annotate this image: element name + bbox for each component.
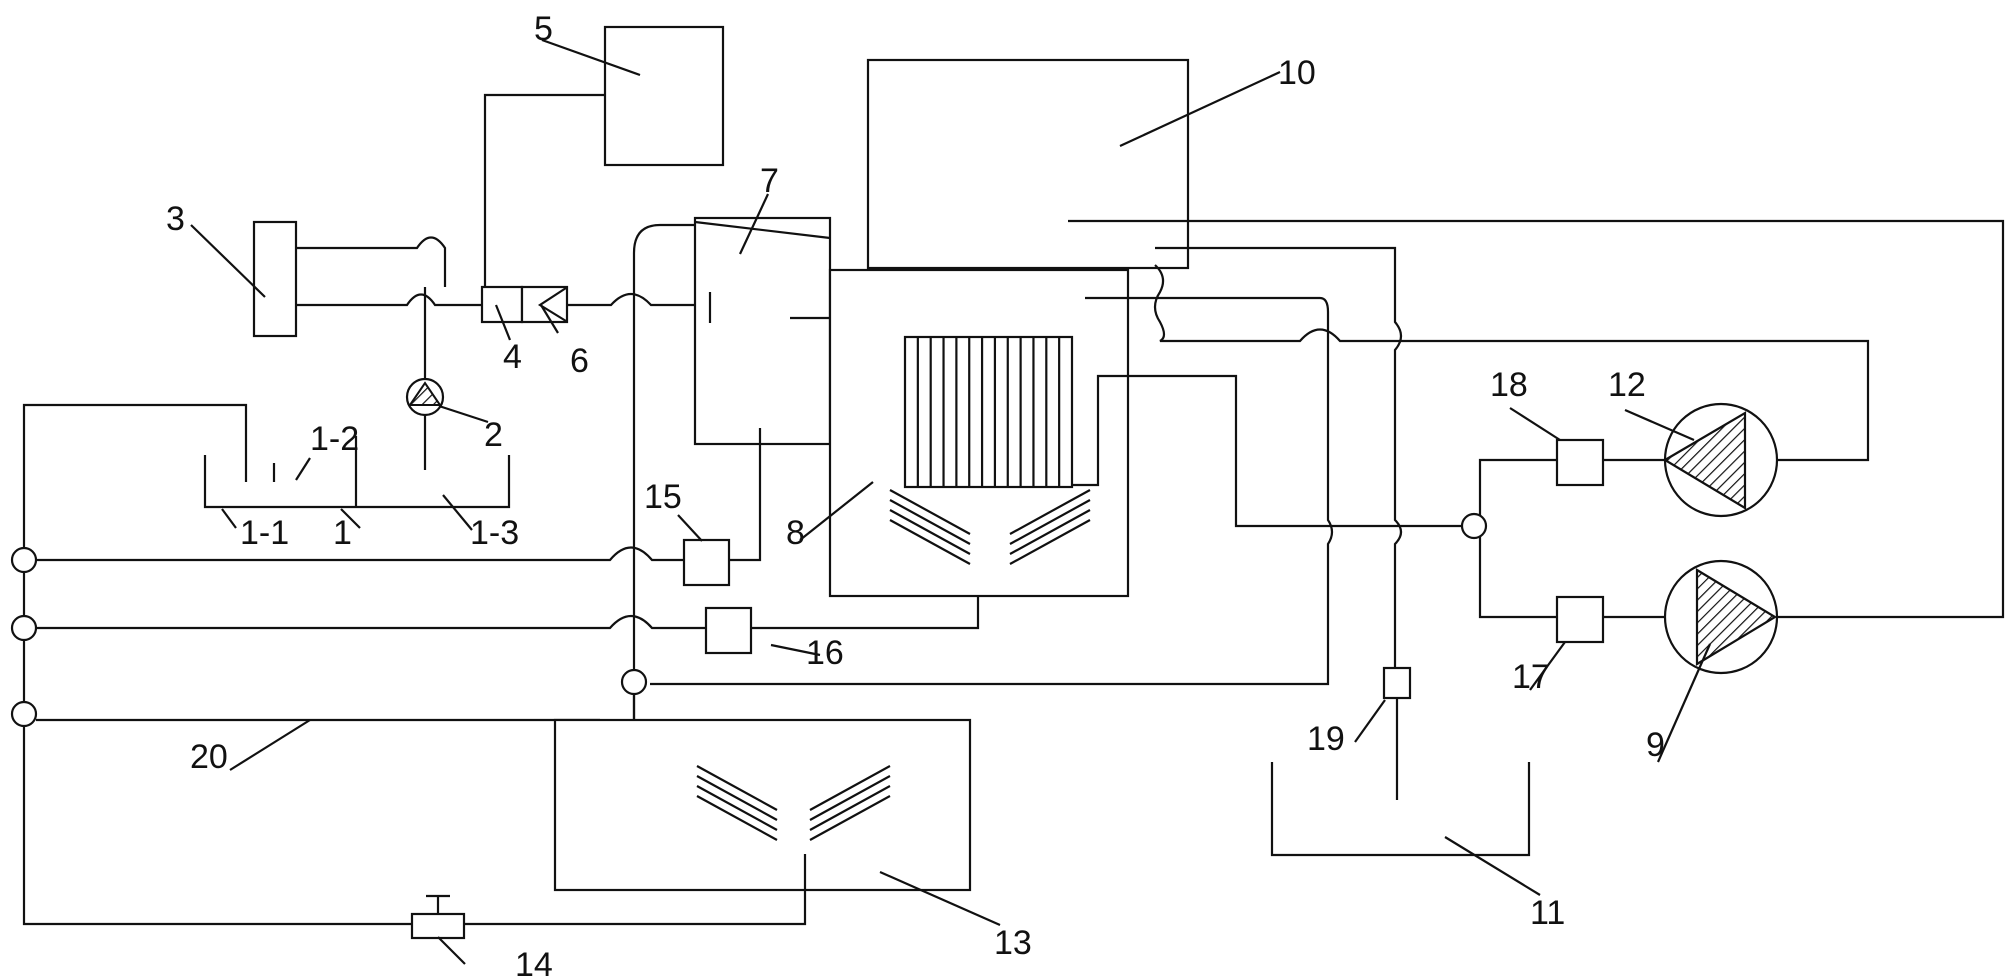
label-10: 10: [1278, 54, 1316, 92]
label-19: 19: [1307, 720, 1345, 758]
label-2: 2: [484, 416, 503, 454]
line-5-to-4: [483, 93, 605, 287]
valve-19-box: [1382, 666, 1412, 700]
valve-14-box: [410, 912, 466, 940]
junction-left-3: [10, 700, 38, 728]
line-8-right-coil: [1072, 374, 1474, 528]
line-7-diag-top: [694, 220, 831, 240]
component-3-box: [252, 220, 298, 338]
compressor-9-triangle: [1695, 568, 1778, 666]
component-6-check-symbol: [537, 287, 567, 322]
component-4-box: [480, 285, 524, 324]
line-junction-to-18: [1474, 458, 1557, 528]
label-9: 9: [1646, 726, 1665, 764]
line-left-bottom-to-14: [22, 726, 412, 926]
component-8-coil: [903, 335, 1074, 489]
label-11: 11: [1530, 894, 1565, 932]
line-to-16: [36, 614, 706, 630]
label-4: 4: [503, 338, 522, 376]
junction-left-1: [10, 546, 38, 574]
line-6-to-7: [567, 292, 712, 325]
line-16-to-8: [751, 596, 980, 630]
line-7-inlet-top: [632, 223, 695, 720]
label-7: 7: [760, 162, 779, 200]
line-3-lower: [296, 293, 482, 307]
component-8-coil-fins: [916, 337, 1061, 487]
pump-2-triangle: [408, 381, 442, 406]
line-to-15: [36, 546, 684, 562]
valve-15-box: [682, 538, 731, 587]
component-11-tank: [1270, 762, 1531, 857]
label-17: 17: [1512, 658, 1550, 696]
junction-left-2: [10, 614, 38, 642]
line-10-to-12: [1153, 264, 1870, 462]
label-18: 18: [1490, 366, 1528, 404]
label-1-3: 1-3: [470, 514, 519, 552]
line-10-to-9: [1068, 219, 2005, 619]
valve-14-stem: [426, 894, 450, 914]
label-15: 15: [644, 478, 682, 516]
label-8: 8: [786, 514, 805, 552]
line-14-to-13: [464, 854, 807, 926]
component-7-box: [693, 216, 832, 446]
leader-lines: [190, 38, 1712, 965]
label-12: 12: [1608, 366, 1646, 404]
label-3: 3: [166, 200, 185, 238]
line-10-mid-right: [650, 296, 1334, 686]
line-3-upper: [296, 236, 447, 287]
label-13: 13: [994, 924, 1032, 962]
junction-right: [1460, 512, 1488, 540]
label-14: 14: [515, 946, 553, 976]
component-8-diffuser-left: [889, 489, 971, 565]
line-10-to-19: [1155, 246, 1403, 672]
valve-16-box: [704, 606, 753, 655]
label-1-2: 1-2: [310, 420, 359, 458]
component-5-box: [603, 25, 725, 167]
junction-mid: [620, 668, 648, 696]
component-13-box: [553, 718, 972, 892]
label-5: 5: [534, 10, 553, 48]
valve-17-box: [1555, 595, 1605, 644]
component-10-box: [866, 58, 1190, 270]
label-1-1: 1-1: [240, 514, 289, 552]
valve-18-box: [1555, 438, 1605, 487]
label-20: 20: [190, 738, 228, 776]
component-13-diffuser-right: [809, 765, 891, 841]
label-16: 16: [806, 634, 844, 672]
line-junction-to-17: [1478, 526, 1557, 619]
line-left-top-to-1: [22, 403, 248, 560]
label-1: 1: [333, 514, 352, 552]
component-8-diffuser-right: [1009, 489, 1091, 565]
label-6: 6: [570, 342, 589, 380]
line-15-to-7: [729, 428, 762, 562]
compressor-12-triangle: [1662, 411, 1747, 510]
component-13-diffuser-left: [696, 765, 778, 841]
